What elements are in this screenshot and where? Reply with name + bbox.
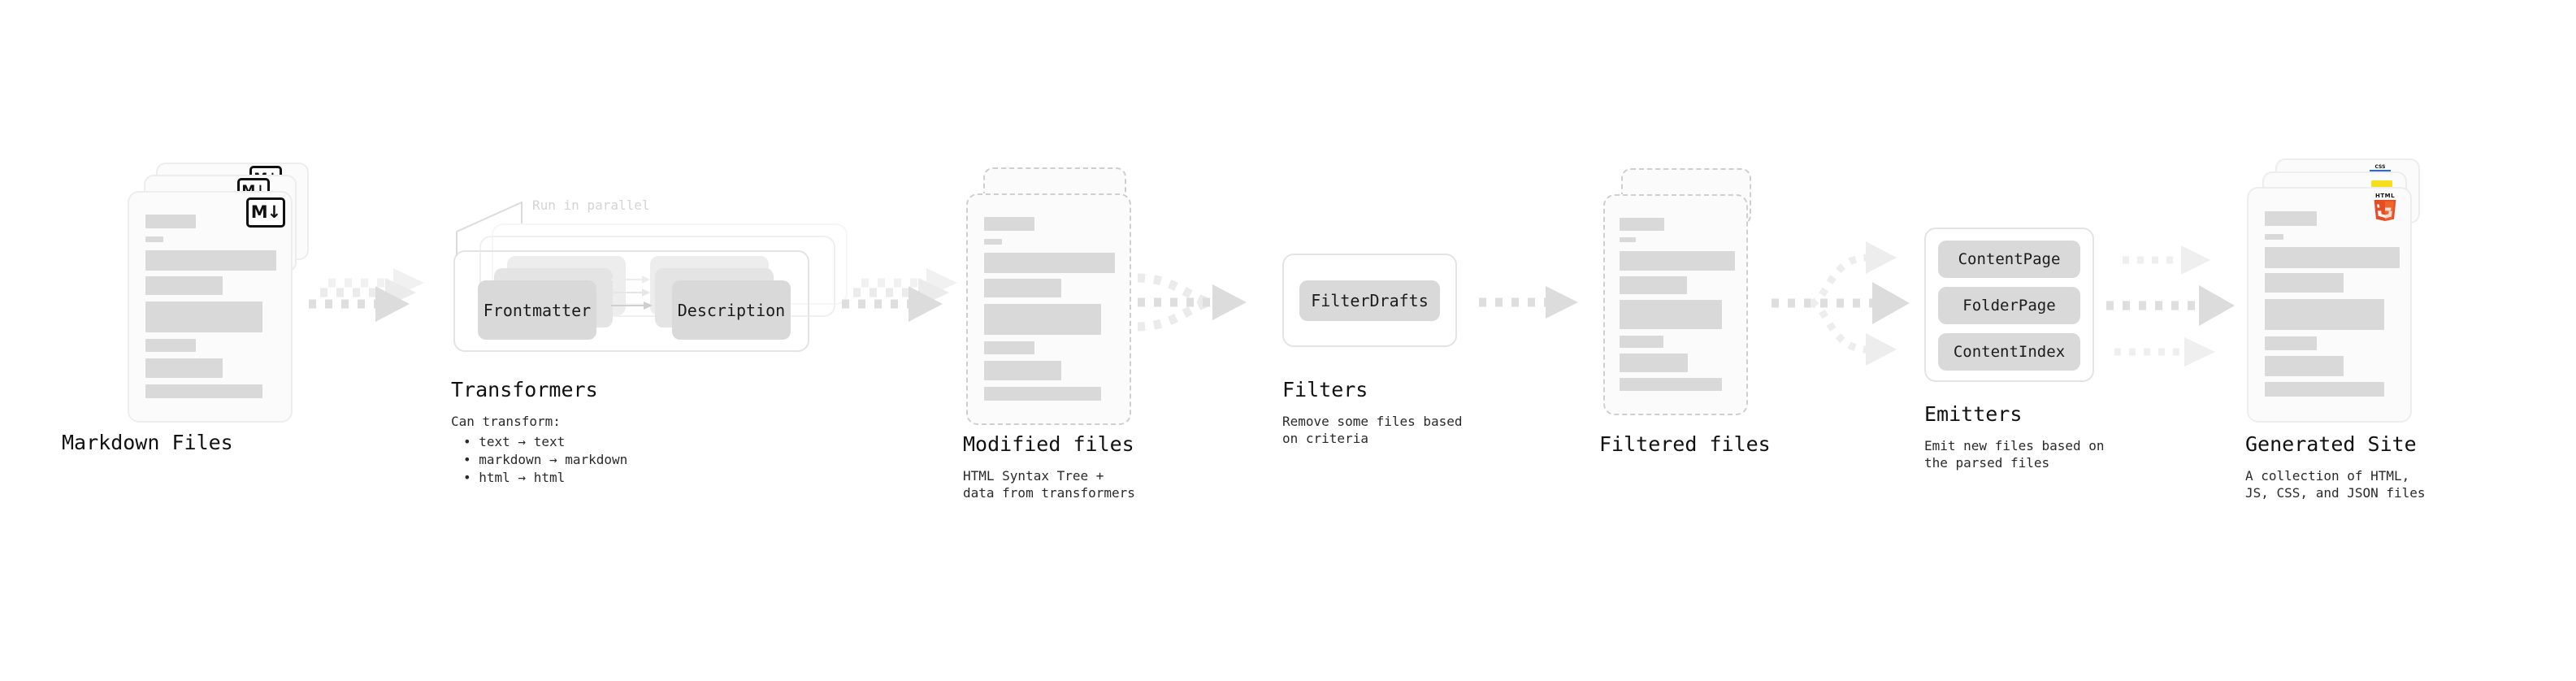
- arrow-filtered-to-emitters: [1772, 232, 1918, 374]
- doc-bar: [2265, 299, 2384, 330]
- doc-bar: [145, 301, 262, 332]
- svg-text:CSS: CSS: [2375, 164, 2386, 170]
- doc-bar: [145, 276, 223, 295]
- doc-bar: [984, 341, 1034, 354]
- doc-bar: [1620, 237, 1636, 242]
- doc-bar: [2265, 273, 2344, 293]
- doc-bar: [2265, 234, 2283, 240]
- doc-bar: [1620, 336, 1663, 348]
- stage-title-generated-site: Generated Site: [2245, 432, 2417, 456]
- doc-bar: [2265, 247, 2400, 268]
- stage-title-emitters: Emitters: [1924, 402, 2023, 426]
- doc-bar: [145, 215, 196, 228]
- site-card[interactable]: [2247, 187, 2412, 423]
- markdown-card[interactable]: [128, 191, 293, 423]
- stage-subtitle-filters: Remove some files based on criteria: [1282, 414, 1463, 446]
- run-in-parallel-label: Run in parallel: [532, 197, 650, 213]
- arrow-modified-to-filters: [1137, 268, 1268, 349]
- doc-bar: [984, 279, 1061, 297]
- run-in-parallel-bracket: [455, 199, 549, 256]
- doc-bar: [1620, 251, 1735, 271]
- arrow-transformers-to-modified: [835, 268, 974, 345]
- transformer-link-arrows: [611, 275, 661, 325]
- filter-pill-filterdrafts[interactable]: FilterDrafts: [1299, 280, 1440, 321]
- doc-bar: [1620, 300, 1722, 329]
- stage-title-filtered-files: Filtered files: [1599, 432, 1771, 456]
- transformer-pill-description[interactable]: Description: [672, 280, 791, 340]
- transformers-intro: Can transform:: [451, 414, 561, 429]
- stage-title-filters: Filters: [1282, 378, 1368, 401]
- stage-title-transformers: Transformers: [451, 378, 598, 401]
- stage-subtitle-modified-files: HTML Syntax Tree + data from transformer…: [963, 468, 1135, 501]
- html5-wordmark: HTML: [2374, 193, 2396, 199]
- stage-subtitle-generated-site: A collection of HTML, JS, CSS, and JSON …: [2245, 468, 2426, 501]
- doc-bar: [2265, 382, 2384, 397]
- transformers-box-front[interactable]: [453, 250, 809, 352]
- stage-title-modified-files: Modified files: [963, 432, 1134, 456]
- stage-subtitle-emitters: Emit new files based on the parsed files: [1924, 438, 2105, 471]
- doc-bar: [1620, 378, 1722, 391]
- emitter-pill-folderpage[interactable]: FolderPage: [1938, 287, 2080, 324]
- emitter-pill-contentindex[interactable]: ContentIndex: [1938, 333, 2080, 371]
- markdown-badge: M↓: [246, 197, 285, 228]
- doc-bar: [145, 358, 223, 378]
- doc-bar: [984, 217, 1034, 231]
- doc-bar: [145, 250, 276, 271]
- filtered-card[interactable]: [1603, 194, 1748, 415]
- emitter-pill-contentpage[interactable]: ContentPage: [1938, 241, 2080, 278]
- transformers-bullets: • text → text • markdown → markdown • ht…: [463, 434, 628, 485]
- transformer-pill-frontmatter[interactable]: Frontmatter: [478, 280, 596, 340]
- doc-bar: [984, 253, 1115, 273]
- doc-bar: [2265, 336, 2317, 350]
- doc-bar: [145, 384, 262, 398]
- doc-bar: [984, 387, 1101, 401]
- arrow-emitters-to-site: [2106, 234, 2249, 376]
- doc-bar: [1620, 354, 1688, 372]
- doc-bar: [2265, 356, 2344, 376]
- doc-bar: [984, 304, 1101, 335]
- stage-title-markdown-files: Markdown Files: [62, 431, 233, 454]
- arrow-filters-to-filtered: [1479, 286, 1609, 335]
- doc-bar: [1620, 218, 1664, 231]
- emitters-box[interactable]: [1924, 228, 2094, 382]
- doc-bar: [984, 361, 1061, 380]
- doc-bar: [1620, 276, 1687, 294]
- doc-bar: [145, 236, 163, 242]
- modified-card[interactable]: [966, 193, 1131, 425]
- html5-icon: HTML: [2370, 193, 2400, 227]
- doc-bar: [984, 239, 1002, 245]
- doc-bar: [2265, 211, 2317, 226]
- filters-box[interactable]: [1282, 254, 1457, 347]
- doc-bar: [145, 339, 196, 352]
- arrow-markdown-to-transformers: [302, 268, 440, 345]
